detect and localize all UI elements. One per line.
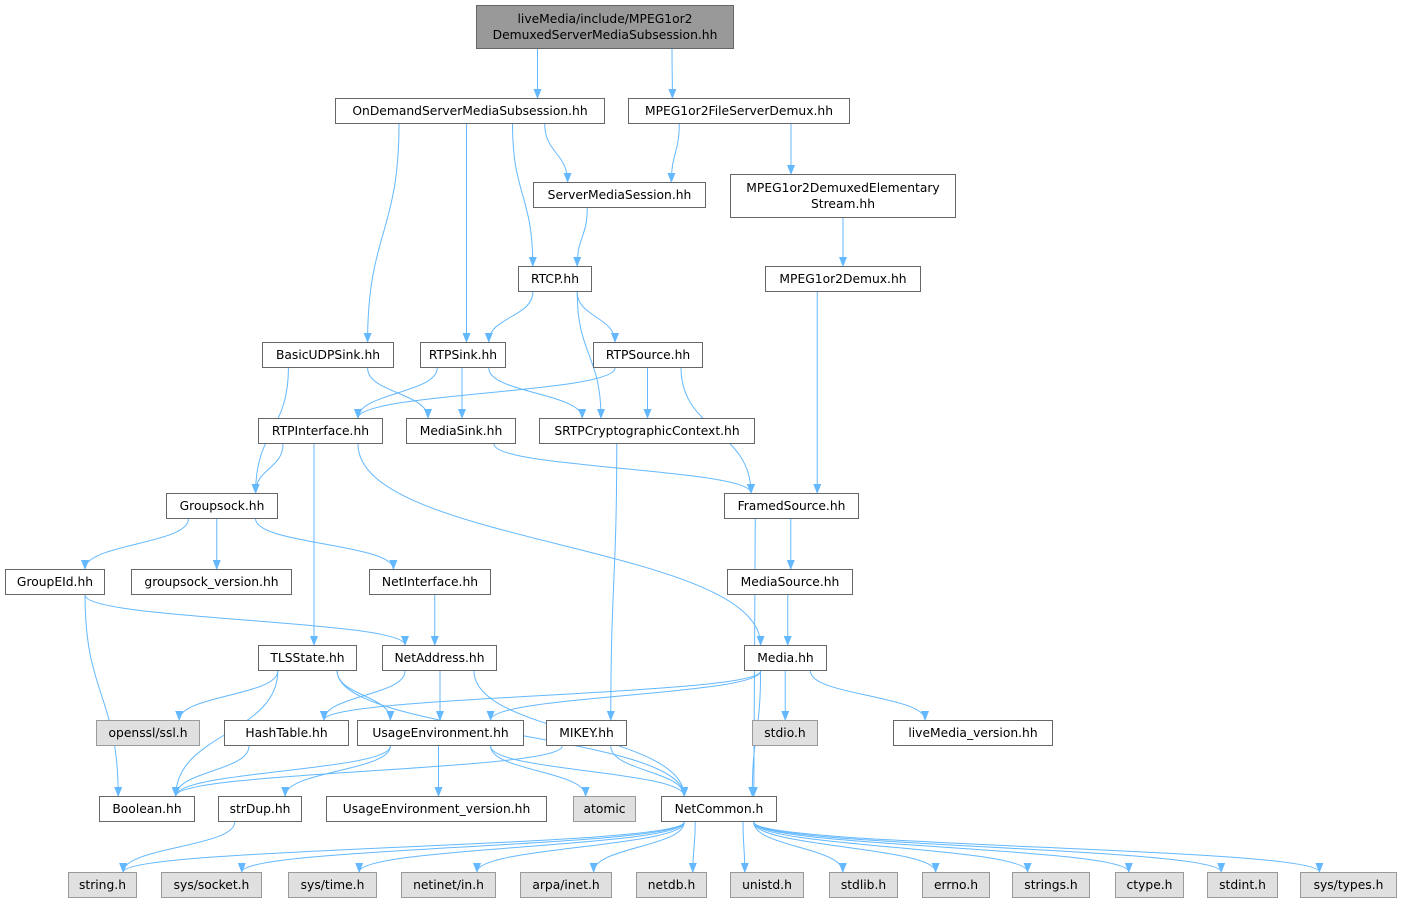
- node-arpa-inet-h: arpa/inet.h: [520, 872, 612, 898]
- edge-rtcp-to-rtpsink: [484, 291, 534, 343]
- node-netaddress-hh[interactable]: NetAddress.hh: [382, 645, 497, 671]
- edge-rtpsink-to-srtp: [488, 367, 587, 419]
- node-sys-time-h: sys/time.h: [288, 872, 377, 898]
- node-framedsource-hh[interactable]: FramedSource.hh: [724, 493, 859, 519]
- edge-netcommon-to-stdint: [753, 821, 1226, 873]
- node-netinterface-hh[interactable]: NetInterface.hh: [369, 569, 491, 595]
- edge-strdup-to-string: [119, 821, 236, 873]
- node-rtcp-hh[interactable]: RTCP.hh: [518, 266, 592, 292]
- edge-rtpif-to-media: [357, 443, 765, 646]
- node-mediasource-hh[interactable]: MediaSource.hh: [727, 569, 853, 595]
- edge-rtpif-to-groupsock: [251, 443, 284, 494]
- edge-usageenv-to-strdup: [281, 745, 391, 797]
- node-mpeg1or2demuxedelementarystream-hh[interactable]: MPEG1or2DemuxedElementary Stream.hh: [730, 174, 956, 218]
- edge-rtpsource-to-rtpif: [354, 367, 616, 419]
- edge-netcommon-to-systypes: [753, 821, 1324, 873]
- edge-fsdemux-to-sms: [667, 123, 680, 183]
- edge-netcommon-to-strings: [753, 821, 1032, 873]
- node-netinet-in-h: netinet/in.h: [401, 872, 496, 898]
- edge-ondemand-to-rtcp: [512, 123, 537, 267]
- edge-tls-to-openssl: [175, 670, 279, 721]
- node-netdb-h: netdb.h: [636, 872, 707, 898]
- node-netcommon-h[interactable]: NetCommon.h: [661, 796, 777, 822]
- edge-sms-to-rtcp: [573, 207, 588, 267]
- edge-netcommon-to-unistd: [740, 821, 749, 873]
- edge-usageenv-to-netcommon: [490, 745, 689, 797]
- edge-rtcp-to-rtpsource: [576, 291, 619, 343]
- node-rtpinterface-hh[interactable]: RTPInterface.hh: [258, 418, 383, 444]
- node-unistd-h: unistd.h: [730, 872, 804, 898]
- edge-netcommon-to-netinet: [473, 821, 685, 873]
- node-mpeg1or2fileserverdemux-hh[interactable]: MPEG1or2FileServerDemux.hh: [628, 98, 850, 124]
- edge-rtcp-to-srtp: [576, 291, 605, 419]
- edge-netaddr-to-hashtable: [320, 670, 406, 721]
- edge-ondemand-to-udpsink: [363, 123, 400, 343]
- edge-groupsock-to-groupeid: [81, 518, 189, 570]
- node-usageenvironment-version-hh[interactable]: UsageEnvironment_version.hh: [326, 796, 547, 822]
- edge-srtp-to-mikey: [606, 443, 618, 721]
- node-errno-h: errno.h: [922, 872, 990, 898]
- edge-usageenv-to-boolean: [171, 745, 391, 797]
- node-mpeg1or2demux-hh[interactable]: MPEG1or2Demux.hh: [765, 266, 921, 292]
- node-basicudpsink-hh[interactable]: BasicUDPSink.hh: [262, 342, 394, 368]
- node-livemedia-include-mpeg1or2demuxedservermediasubsession-hh: liveMedia/include/MPEG1or2 DemuxedServer…: [476, 5, 734, 49]
- node-media-hh[interactable]: Media.hh: [744, 645, 827, 671]
- node-ondemandservermediasubsession-hh[interactable]: OnDemandServerMediaSubsession.hh: [335, 98, 605, 124]
- node-strings-h: strings.h: [1012, 872, 1090, 898]
- edge-hashtable-to-boolean: [171, 745, 250, 797]
- node-stdio-h: stdio.h: [752, 720, 818, 746]
- edge-media-to-hashtable: [320, 670, 762, 721]
- node-strdup-hh[interactable]: strDup.hh: [218, 796, 302, 822]
- node-ctype-h: ctype.h: [1115, 872, 1184, 898]
- node-stdint-h: stdint.h: [1207, 872, 1278, 898]
- node-groupsock-hh[interactable]: Groupsock.hh: [166, 493, 278, 519]
- edge-netcommon-to-netdb: [688, 821, 697, 873]
- node-rtpsink-hh[interactable]: RTPSink.hh: [420, 342, 506, 368]
- edge-netcommon-to-time: [355, 821, 685, 873]
- node-boolean-hh[interactable]: Boolean.hh: [99, 796, 195, 822]
- node-openssl-ssl-h: openssl/ssl.h: [96, 720, 200, 746]
- node-groupsock-version-hh[interactable]: groupsock_version.hh: [131, 569, 292, 595]
- edge-media-to-usageenv: [486, 670, 762, 721]
- edge-netcommon-to-ctype: [753, 821, 1133, 873]
- edge-groupeid-to-boolean: [84, 594, 123, 797]
- node-string-h: string.h: [68, 872, 137, 898]
- node-rtpsource-hh[interactable]: RTPSource.hh: [593, 342, 703, 368]
- edge-mikey-to-boolean: [171, 745, 563, 797]
- edge-netcommon-to-socket: [237, 821, 685, 873]
- edge-mikey-to-netcommon: [610, 745, 689, 797]
- node-mikey-hh[interactable]: MIKEY.hh: [546, 720, 627, 746]
- node-usageenvironment-hh[interactable]: UsageEnvironment.hh: [357, 720, 524, 746]
- node-srtpcryptographiccontext-hh[interactable]: SRTPCryptographicContext.hh: [539, 418, 755, 444]
- edge-media-to-lmver: [809, 670, 929, 721]
- node-sys-types-h: sys/types.h: [1300, 872, 1397, 898]
- node-livemedia-version-hh[interactable]: liveMedia_version.hh: [893, 720, 1053, 746]
- edge-netcommon-to-string: [119, 821, 685, 873]
- node-tlsstate-hh[interactable]: TLSState.hh: [258, 645, 357, 671]
- edge-netcommon-to-stdlib: [753, 821, 847, 873]
- edge-groupsock-to-netif: [255, 518, 398, 570]
- edge-netcommon-to-arpa: [589, 821, 685, 873]
- edge-mediasink-to-framed: [493, 443, 755, 494]
- node-sys-socket-h: sys/socket.h: [161, 872, 262, 898]
- edge-groupeid-to-netaddr: [84, 594, 409, 646]
- node-hashtable-hh[interactable]: HashTable.hh: [224, 720, 349, 746]
- node-atomic: atomic: [573, 796, 636, 822]
- node-servermediasession-hh[interactable]: ServerMediaSession.hh: [533, 182, 706, 208]
- node-groupeid-hh[interactable]: GroupEId.hh: [5, 569, 105, 595]
- edge-netcommon-to-errno: [753, 821, 940, 873]
- edge-usageenv-to-atomic: [490, 745, 590, 797]
- node-stdlib-h: stdlib.h: [829, 872, 898, 898]
- edge-ondemand-to-sms: [544, 123, 572, 183]
- node-mediasink-hh[interactable]: MediaSink.hh: [406, 418, 516, 444]
